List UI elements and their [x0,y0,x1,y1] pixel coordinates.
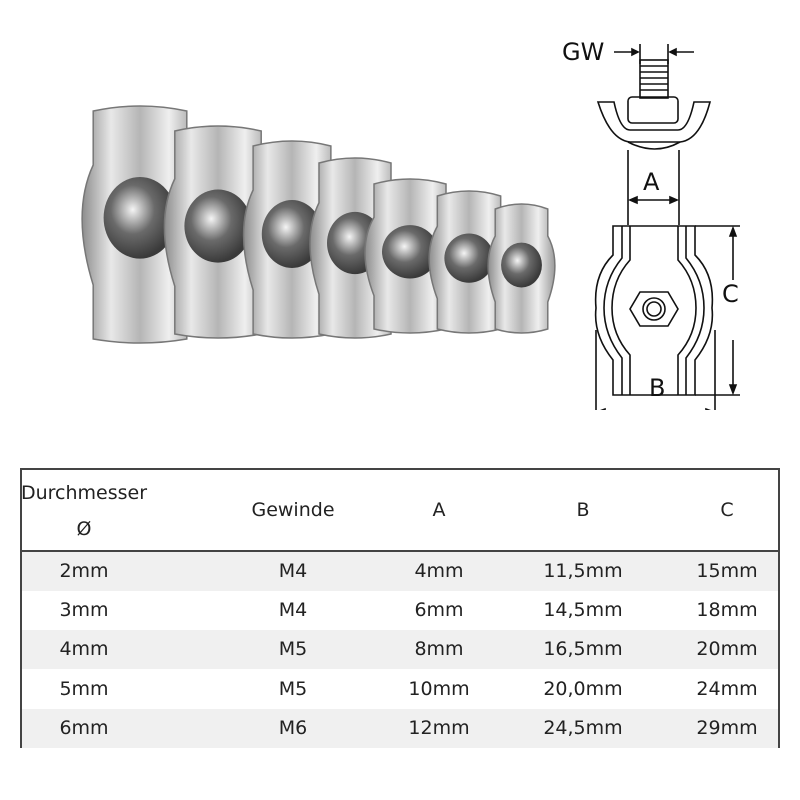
label-gw: GW [562,38,605,66]
table-cell: 20mm [696,638,758,661]
table-row: 6mm M6 12mm 24,5mm 29mm [22,708,778,748]
wire-clamp [487,203,556,334]
table-cell: 12mm [408,716,470,739]
table-cell: 24mm [696,677,758,700]
dimension-a [627,150,680,225]
table-cell: M4 [278,560,308,582]
label-a: A [643,168,660,196]
table-cell: 24,5mm [543,716,623,739]
header-line: Ø [76,518,92,540]
header-b: B [576,499,590,521]
product-photo-wire-clamps [81,105,556,344]
label-b: B [649,374,666,402]
label-c: C [722,280,739,308]
dimension-c [695,225,740,396]
table-cell: 6mm [59,716,109,739]
dimension-b [595,330,716,410]
table-cell: 4mm [59,638,109,661]
wire-clamp [364,178,456,334]
table-cell: 18mm [696,599,758,622]
table-cell: M6 [278,716,308,739]
wire-clamp [242,140,342,339]
table-cell: 20,0mm [543,677,623,700]
table-cell: 2mm [59,560,109,582]
table-cell: M5 [278,638,308,661]
table-cell: 11,5mm [543,560,623,582]
saddle [596,96,712,150]
table-row: 3mm M4 6mm 14,5mm 18mm [22,591,778,630]
wire-clamp [163,125,273,339]
technical-drawing [594,44,740,410]
table-cell: 8mm [414,638,464,661]
header-c: C [720,499,734,521]
table-cell: 16,5mm [543,638,623,661]
table-cell: 3mm [59,599,109,622]
table-cell: M4 [278,599,308,622]
dimension-gw [614,44,694,64]
table-row: 2mm M4 4mm 11,5mm 15mm [22,552,778,591]
table-cell: 5mm [59,677,109,700]
table-cell: 14,5mm [543,599,623,622]
table-cell: 29mm [696,716,758,739]
header-a: A [432,499,446,521]
header-gewinde: Gewinde [251,499,335,521]
table-row: 5mm M5 10mm 20,0mm 24mm [22,670,778,709]
table-cell: 15mm [696,560,758,582]
table-cell: 10mm [408,677,470,700]
clamp-body [594,225,714,396]
table-cell: 6mm [414,599,464,622]
table-cell: M5 [278,677,308,700]
table-cell: 4mm [414,560,464,582]
wire-clamp [428,190,510,334]
header-line: Durchmesser [20,482,148,504]
table-row: 4mm M5 8mm 16,5mm 20mm [22,630,778,670]
threaded-bolt [639,59,669,99]
wire-clamp [81,105,199,344]
